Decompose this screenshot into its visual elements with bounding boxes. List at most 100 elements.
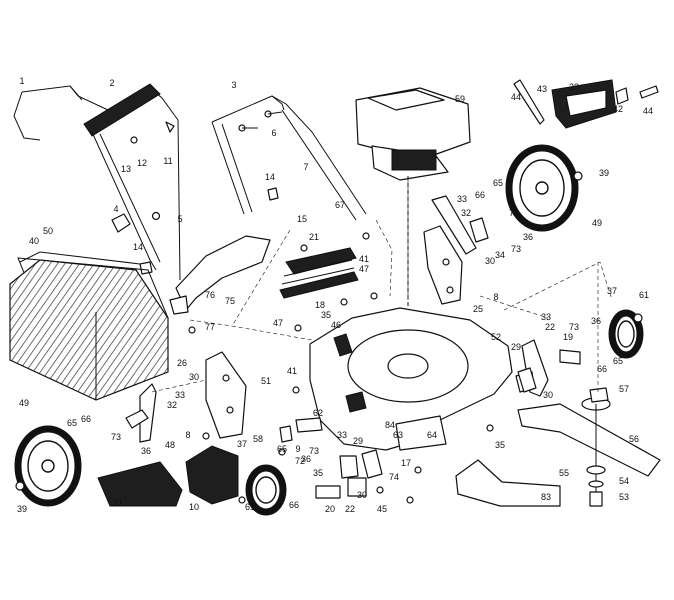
callout-label: 59: [455, 94, 465, 104]
callout-label: 49: [592, 218, 602, 228]
callout-label: 25: [473, 304, 483, 314]
callout-label: 62: [313, 408, 323, 418]
upper-handle-right: [211, 95, 367, 221]
callout-label: 20: [325, 504, 335, 514]
callout-label: 47: [273, 318, 283, 328]
callout-label: 57: [619, 384, 629, 394]
rear-wheel-right: [505, 144, 579, 232]
callout-label: 30: [357, 490, 367, 500]
grass-bag: [9, 251, 169, 401]
callout-label: 14: [133, 242, 143, 252]
rear-wheel-left: [14, 425, 82, 507]
callout-label: 32: [167, 400, 177, 410]
callout-label: 73: [569, 322, 579, 332]
callout-label: 47: [359, 264, 369, 274]
callout-label: 41: [359, 254, 369, 264]
callout-label: 51: [261, 376, 271, 386]
handle-hardware: [111, 110, 283, 275]
callout-label: 33: [175, 390, 185, 400]
callout-label: 66: [475, 190, 485, 200]
callout-label: 32: [461, 208, 471, 218]
bracket-hardware: [15, 79, 659, 504]
callout-label: 2: [109, 78, 114, 88]
handle-bail-wire: [13, 85, 109, 141]
callout-label: 41: [287, 366, 297, 376]
rear-door: [205, 351, 247, 439]
callout-label: 30: [543, 390, 553, 400]
upper-handle-left: [83, 83, 181, 281]
discharge-chute: [169, 235, 271, 334]
callout-label: 73: [511, 244, 521, 254]
callout-label: 33: [541, 312, 551, 322]
height-lever-left: [125, 383, 157, 443]
callout-label: 50: [43, 226, 53, 236]
callout-label: 52: [491, 332, 501, 342]
callout-label: 76: [205, 290, 215, 300]
callout-label: 65: [67, 418, 77, 428]
callout-label: 77: [205, 322, 215, 332]
callout-label: 35: [313, 468, 323, 478]
callout-label: 29: [353, 436, 363, 446]
callout-label: 65: [613, 356, 623, 366]
callout-label: 36: [141, 446, 151, 456]
callout-label: 43: [537, 84, 547, 94]
callout-label: 54: [619, 476, 629, 486]
callout-label: 4: [113, 204, 118, 214]
callout-label: 26: [177, 358, 187, 368]
mulch-plug: [279, 247, 359, 299]
callout-label: 9: [295, 444, 300, 454]
callout-label: 44: [511, 92, 521, 102]
callout-label: 36: [523, 232, 533, 242]
callout-label: 65: [493, 178, 503, 188]
callout-label: 39: [17, 504, 27, 514]
front-wheel-right: [608, 309, 644, 359]
callout-label: 70: [509, 208, 519, 218]
callout-label: 58: [253, 434, 263, 444]
callout-label: 67: [335, 200, 345, 210]
callout-label: 8: [493, 292, 498, 302]
callout-label: 21: [309, 232, 319, 242]
callout-label: 33: [457, 194, 467, 204]
callout-label: 83: [541, 492, 551, 502]
callout-label: 66: [81, 414, 91, 424]
callout-label: 65: [277, 444, 287, 454]
callout-label: 6: [271, 128, 276, 138]
mower-deck: [309, 307, 513, 451]
front-baffle-83: [455, 459, 561, 507]
callout-label: 35: [495, 440, 505, 450]
callout-label: 12: [137, 158, 147, 168]
callout-label: 23: [569, 82, 579, 92]
rear-shield-31: [97, 461, 183, 507]
callout-label: 35: [321, 310, 331, 320]
callout-label: 73: [309, 446, 319, 456]
callout-label: 64: [427, 430, 437, 440]
callout-label: 14: [265, 172, 275, 182]
callout-label: 84: [385, 420, 395, 430]
callout-label: 17: [401, 458, 411, 468]
callout-label: 19: [563, 332, 573, 342]
rear-flap-10: [185, 445, 239, 505]
callout-label: 7: [303, 162, 308, 172]
callout-label: 36: [591, 316, 601, 326]
callout-label: 61: [245, 502, 255, 512]
callout-label: 36: [301, 454, 311, 464]
rear-skirt: [551, 79, 617, 129]
callout-label: 5: [177, 214, 182, 224]
callout-label: 73: [111, 432, 121, 442]
callout-label: 56: [629, 434, 639, 444]
callout-label: 72: [295, 456, 305, 466]
callout-label: 75: [225, 296, 235, 306]
callout-label: 46: [331, 320, 341, 330]
callout-label: 11: [163, 156, 172, 166]
callout-label: 53: [619, 492, 629, 502]
callout-label: 31: [113, 498, 123, 508]
callout-label: 66: [597, 364, 607, 374]
callout-label: 22: [545, 322, 555, 332]
callout-label: 15: [297, 214, 307, 224]
callout-label: 34: [495, 250, 505, 260]
callout-label: 61: [639, 290, 649, 300]
callout-label: 39: [599, 168, 609, 178]
assembly-guide-lines: [151, 180, 613, 420]
